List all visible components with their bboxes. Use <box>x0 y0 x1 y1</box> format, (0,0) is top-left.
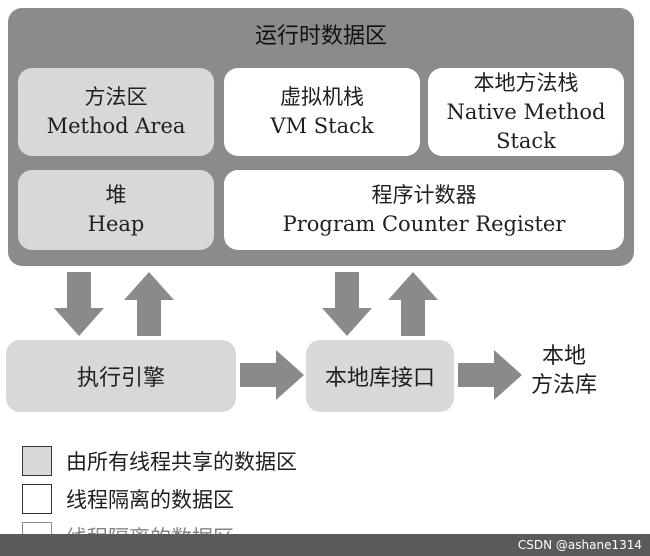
up-arrow-icon <box>388 272 438 336</box>
native-method-stack-en-2: Stack <box>496 128 556 153</box>
native-method-stack-en-1: Native Method <box>446 99 606 124</box>
legend-isolated-swatch <box>22 484 52 514</box>
legend-isolated-label: 线程隔离的数据区 <box>66 488 234 512</box>
vm-stack: 虚拟机栈 VM Stack <box>224 68 420 156</box>
native-library-interface: 本地库接口 <box>306 340 454 412</box>
heap-zh: 堆 <box>105 183 127 207</box>
legend-shared: 由所有线程共享的数据区 <box>22 446 297 476</box>
heap-en: Heap <box>87 212 145 236</box>
native-method-stack: 本地方法栈 Native Method Stack <box>428 68 624 156</box>
native-method-stack-zh: 本地方法栈 <box>473 70 579 95</box>
legend-isolated: 线程隔离的数据区 <box>22 484 234 514</box>
runtime-data-area-title: 运行时数据区 <box>254 24 387 49</box>
method-area-en: Method Area <box>46 114 186 138</box>
down-arrow-icon <box>54 272 104 336</box>
heap: 堆 Heap <box>18 170 214 250</box>
program-counter-register-zh: 程序计数器 <box>371 183 477 207</box>
method-area: 方法区 Method Area <box>18 68 214 156</box>
vm-stack-zh: 虚拟机栈 <box>280 85 364 109</box>
native-library-interface-label: 本地库接口 <box>324 366 435 391</box>
execution-engine: 执行引擎 <box>6 340 236 412</box>
native-method-library-line1: 本地 <box>541 344 586 369</box>
program-counter-register: 程序计数器 Program Counter Register <box>224 170 624 250</box>
native-method-library: 本地 方法库 <box>528 342 600 400</box>
legend-shared-swatch <box>22 446 52 476</box>
right-arrow-icon <box>458 350 522 400</box>
legend-shared-label: 由所有线程共享的数据区 <box>66 450 297 474</box>
vm-stack-en: VM Stack <box>270 114 374 138</box>
native-method-library-line2: 方法库 <box>530 373 597 398</box>
method-area-zh: 方法区 <box>84 85 148 109</box>
runtime-data-area: 运行时数据区 方法区 Method Area 虚拟机栈 VM Stack 本地方… <box>8 8 634 266</box>
down-arrow-icon <box>322 272 372 336</box>
up-arrow-icon <box>124 272 174 336</box>
watermark-bar: CSDN @ashane1314 <box>0 534 650 556</box>
execution-engine-label: 执行引擎 <box>76 366 165 391</box>
program-counter-register-en: Program Counter Register <box>282 212 566 236</box>
right-arrow-icon <box>240 350 304 400</box>
watermark-text: CSDN @ashane1314 <box>517 538 642 552</box>
